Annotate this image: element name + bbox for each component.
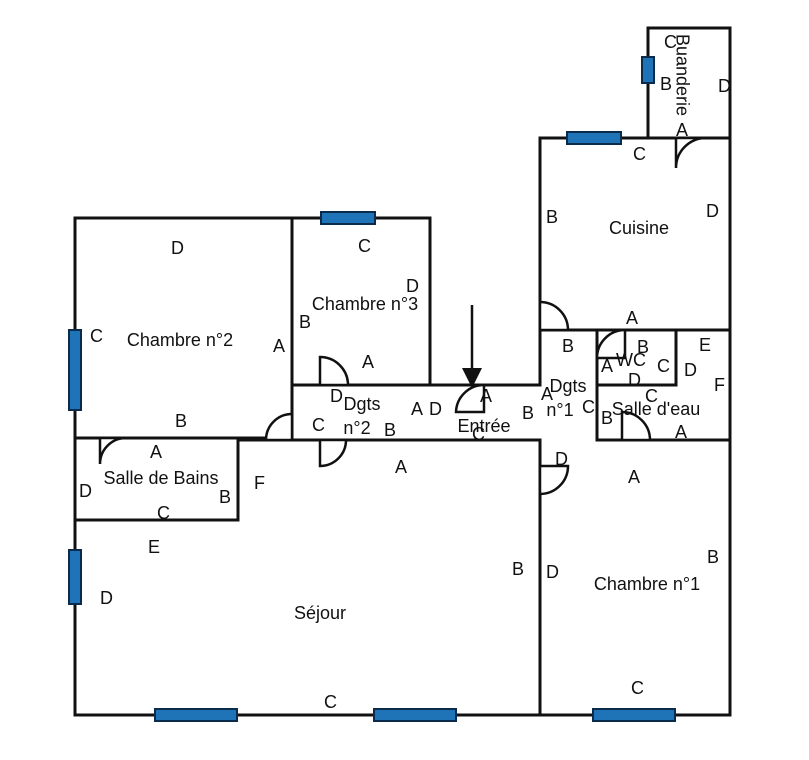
wall-letter: D: [429, 399, 442, 419]
room-chambre2: Chambre n°2: [127, 330, 233, 350]
wall-letter: D: [100, 588, 113, 608]
wall-letter: B: [384, 420, 396, 440]
wall-letter: C: [633, 144, 646, 164]
window-chambre1: [592, 708, 676, 722]
window-sejour-bottom-1: [154, 708, 238, 722]
wall-letter: B: [512, 559, 524, 579]
wall-letter: C: [657, 356, 670, 376]
wall-letter: C: [312, 415, 325, 435]
door-chambre1: [538, 464, 570, 496]
room-dgts1-line1: Dgts: [549, 376, 586, 396]
wall-letter: B: [601, 408, 613, 428]
wall-letter: C: [358, 236, 371, 256]
wall-letter: A: [675, 422, 687, 442]
door-buanderie: [674, 136, 707, 169]
room-dgts2-line1: Dgts: [343, 394, 380, 414]
wall-letter: A: [273, 336, 285, 356]
wall-letter: D: [706, 201, 719, 221]
door-sejour: [318, 438, 348, 468]
wall-letter: A: [628, 467, 640, 487]
door-salle-eau: [620, 410, 652, 442]
door-wc: [595, 328, 627, 360]
window-sejour-left: [68, 549, 82, 605]
wall-letter: E: [699, 335, 711, 355]
doors: [98, 136, 707, 496]
windows: [68, 56, 676, 722]
wall-letter: D: [546, 562, 559, 582]
door-salle-bains: [98, 436, 127, 465]
wall-chambre2-outer: [73, 216, 432, 440]
room-salle-bains: Salle de Bains: [103, 468, 218, 488]
room-entree: Entrée: [457, 416, 510, 436]
wall-letter: A: [601, 356, 613, 376]
wall-letter: C: [90, 326, 103, 346]
wall-letter: A: [411, 399, 423, 419]
room-wc: WC: [616, 350, 646, 370]
wall-letter: C: [664, 32, 677, 52]
wall-letter: C: [472, 424, 485, 444]
wall-letter: B: [707, 547, 719, 567]
room-sejour: Séjour: [294, 603, 346, 623]
wall-sdb: [73, 436, 240, 522]
entrance-arrow: [462, 305, 482, 388]
wall-letter: A: [676, 120, 688, 140]
wall-letter: C: [582, 397, 595, 417]
room-cuisine: Cuisine: [609, 218, 669, 238]
wall-letter: D: [555, 449, 568, 469]
wall-letter: B: [546, 207, 558, 227]
wall-letter: C: [631, 678, 644, 698]
room-buanderie: Buanderie: [672, 34, 692, 116]
wall-letter: B: [637, 337, 649, 357]
window-chambre2: [68, 329, 82, 411]
window-cuisine: [566, 131, 622, 145]
wall-letter: A: [395, 457, 407, 477]
wall-letter: D: [684, 360, 697, 380]
room-chambre1: Chambre n°1: [594, 574, 700, 594]
wall-letter: D: [406, 276, 419, 296]
wall-letter: C: [645, 386, 658, 406]
wall-letter: B: [175, 411, 187, 431]
wall-letter: D: [79, 481, 92, 501]
window-chambre3: [320, 211, 376, 225]
window-sejour-bottom-2: [373, 708, 457, 722]
door-entree: [454, 383, 486, 414]
door-chambre2: [264, 412, 294, 442]
wall-sejour: [73, 438, 542, 717]
wall-letter: B: [522, 403, 534, 423]
wall-letter: A: [150, 442, 162, 462]
wall-letter: D: [718, 76, 731, 96]
wall-letter: F: [714, 375, 725, 395]
wall-letter: B: [562, 336, 574, 356]
wall-letter: B: [219, 487, 231, 507]
wall-letter: A: [362, 352, 374, 372]
wall-letters: C B D A C B D A D C A B C D B A D C B A …: [79, 32, 731, 712]
room-labels: Buanderie Cuisine Chambre n°2 Chambre n°…: [103, 34, 700, 623]
wall-letter: B: [660, 74, 672, 94]
wall-letter: A: [480, 386, 492, 406]
room-dgts1-line2: n°1: [546, 400, 573, 420]
door-chambre3: [318, 355, 350, 387]
wall-letter: E: [148, 537, 160, 557]
room-dgts2-line2: n°2: [343, 418, 370, 438]
wall-letter: D: [330, 386, 343, 406]
wall-letter: D: [171, 238, 184, 258]
window-buanderie: [641, 56, 655, 84]
wall-letter: A: [541, 384, 553, 404]
walls: [73, 26, 732, 717]
wall-letter: C: [157, 503, 170, 523]
wall-letter: D: [628, 370, 641, 390]
wall-letter: B: [299, 312, 311, 332]
wall-letter: C: [324, 692, 337, 712]
room-chambre3: Chambre n°3: [312, 294, 418, 314]
door-cuisine: [538, 300, 570, 332]
room-salle-eau: Salle d'eau: [612, 399, 701, 419]
wall-letter: A: [626, 308, 638, 328]
wall-letter: F: [254, 473, 265, 493]
